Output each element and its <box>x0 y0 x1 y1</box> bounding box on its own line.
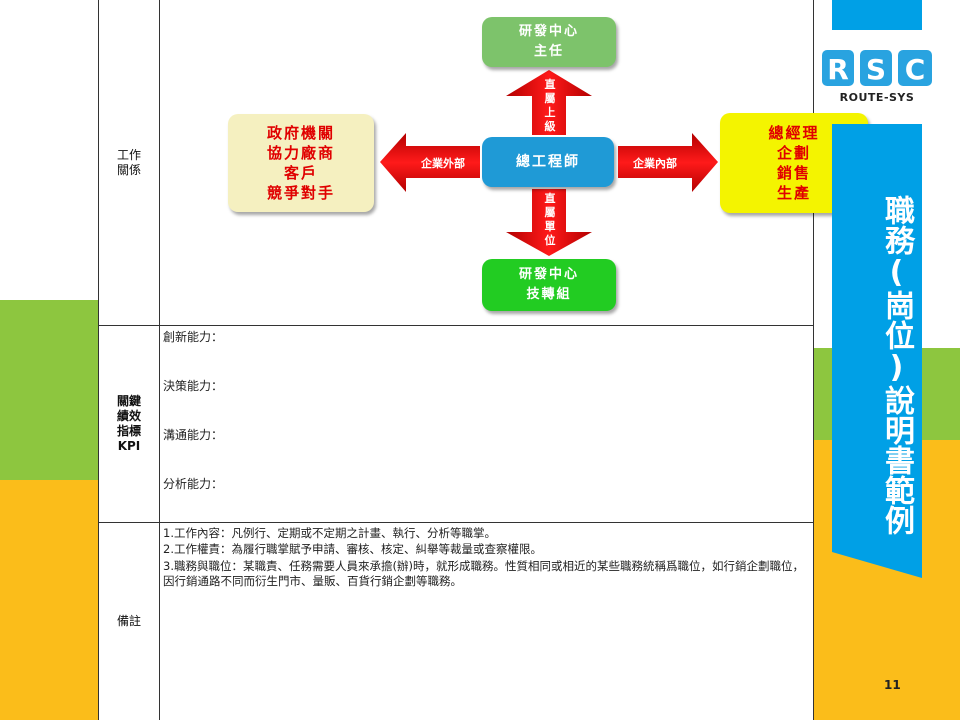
note-1: 1.工作內容：凡例行、定期或不定期之計畫、執行、分析等職掌。 <box>163 526 496 540</box>
kpi-analysis: 分析能力： <box>163 477 224 491</box>
box-rd-director-line: 主任 <box>533 44 564 59</box>
label-kpi-line: 指標 <box>116 424 141 438</box>
top-accent-bar <box>832 0 922 30</box>
org-diagram: 直 屬 上 級 直 屬 單 位 企業外部 企業內部 研發中心 主任 總工程師 研… <box>160 0 868 325</box>
logo-letter-s: S <box>866 53 886 86</box>
box-internal-line: 企劃 <box>776 144 811 162</box>
label-notes-text: 備註 <box>116 614 141 628</box>
arrow-down-char: 單 <box>544 220 556 233</box>
arrow-up-char: 屬 <box>544 92 556 105</box>
notes-content: 1.工作內容：凡例行、定期或不定期之計畫、執行、分析等職掌。 2.工作權責：為履… <box>160 523 813 720</box>
box-rd-director-line: 研發中心 <box>518 24 579 39</box>
box-chief-engineer: 總工程師 <box>482 137 614 187</box>
title-banner <box>832 124 922 578</box>
label-work-relations-text: 工作 關係 <box>116 147 141 177</box>
logo-text: ROUTE-SYS <box>839 91 915 104</box>
box-rd-tech-transfer: 研發中心 技轉組 <box>482 259 616 311</box>
kpi-decision: 決策能力： <box>163 379 224 393</box>
slide-title: 職務(崗位)說明書範例 <box>879 195 914 535</box>
kpi-communication: 溝通能力： <box>163 428 224 442</box>
box-external-line: 協力廠商 <box>266 144 335 162</box>
arrow-left-label: 企業外部 <box>421 157 465 170</box>
note-2: 2.工作權責：為履行職掌賦予申請、審核、核定、糾舉等裁量或查察權限。 <box>163 542 542 556</box>
label-work-relations: 工作 關係 <box>99 0 160 325</box>
logo-letter-c: C <box>905 53 926 86</box>
row-kpi: 關鍵 績效 指標 KPI 創新能力： 決策能力： 溝通能力： 分析能力： <box>99 326 813 523</box>
arrow-down-char: 位 <box>544 234 556 247</box>
label-kpi-line: 關鍵 <box>116 394 141 408</box>
arrow-down-char: 屬 <box>544 206 556 219</box>
background-yellow-band-left <box>0 480 110 720</box>
arrow-right <box>618 133 718 192</box>
row-work-relations: 工作 關係 <box>99 0 868 326</box>
box-external-parties: 政府機關 協力廠商 客戶 競爭對手 <box>228 114 374 212</box>
background-green-band-left <box>0 300 110 500</box>
box-rd-tech-transfer-line: 技轉組 <box>526 287 572 302</box>
arrow-right-label: 企業內部 <box>633 157 677 170</box>
note-3: 3.職務與職位：某職責、任務需要人員來承擔(辦)時，就形成職務。性質相同或相近的… <box>163 559 804 588</box>
box-internal-line: 生產 <box>776 184 811 202</box>
arrow-up-char: 上 <box>544 106 556 119</box>
label-kpi-line: 績效 <box>116 409 141 423</box>
arrow-down-label: 直 屬 單 位 <box>542 192 558 248</box>
box-rd-tech-transfer-line: 研發中心 <box>518 267 579 282</box>
arrow-down-char: 直 <box>544 192 556 205</box>
label-kpi: 關鍵 績效 指標 KPI <box>99 326 160 522</box>
page-number: 11 <box>884 678 901 692</box>
box-chief-engineer-text: 總工程師 <box>516 154 580 170</box>
arrow-down <box>506 189 592 256</box>
arrow-left <box>380 133 480 192</box>
box-external-line: 政府機關 <box>266 124 335 142</box>
rsc-logo-icon: R S C <box>822 50 932 86</box>
row-notes: 備註 1.工作內容：凡例行、定期或不定期之計畫、執行、分析等職掌。 2.工作權責… <box>99 523 813 720</box>
arrow-up-char: 級 <box>544 120 556 133</box>
kpi-innovation: 創新能力： <box>163 330 224 344</box>
box-external-line: 競爭對手 <box>266 184 335 202</box>
logo-letter-r: R <box>827 53 849 86</box>
kpi-content: 創新能力： 決策能力： 溝通能力： 分析能力： <box>160 326 813 522</box>
box-external-line: 客戶 <box>283 164 318 182</box>
label-notes: 備註 <box>99 523 160 720</box>
arrow-up <box>506 70 592 135</box>
arrow-up-char: 直 <box>544 78 556 91</box>
box-rd-director: 研發中心 主任 <box>482 17 616 67</box>
box-internal-line: 銷售 <box>776 164 811 182</box>
arrow-up-label: 直 屬 上 級 <box>542 78 558 134</box>
arrows-svg <box>380 70 718 256</box>
label-kpi-line: KPI <box>117 439 141 453</box>
job-description-table: 工作 關係 <box>98 0 868 720</box>
box-internal-line: 總經理 <box>768 124 820 142</box>
